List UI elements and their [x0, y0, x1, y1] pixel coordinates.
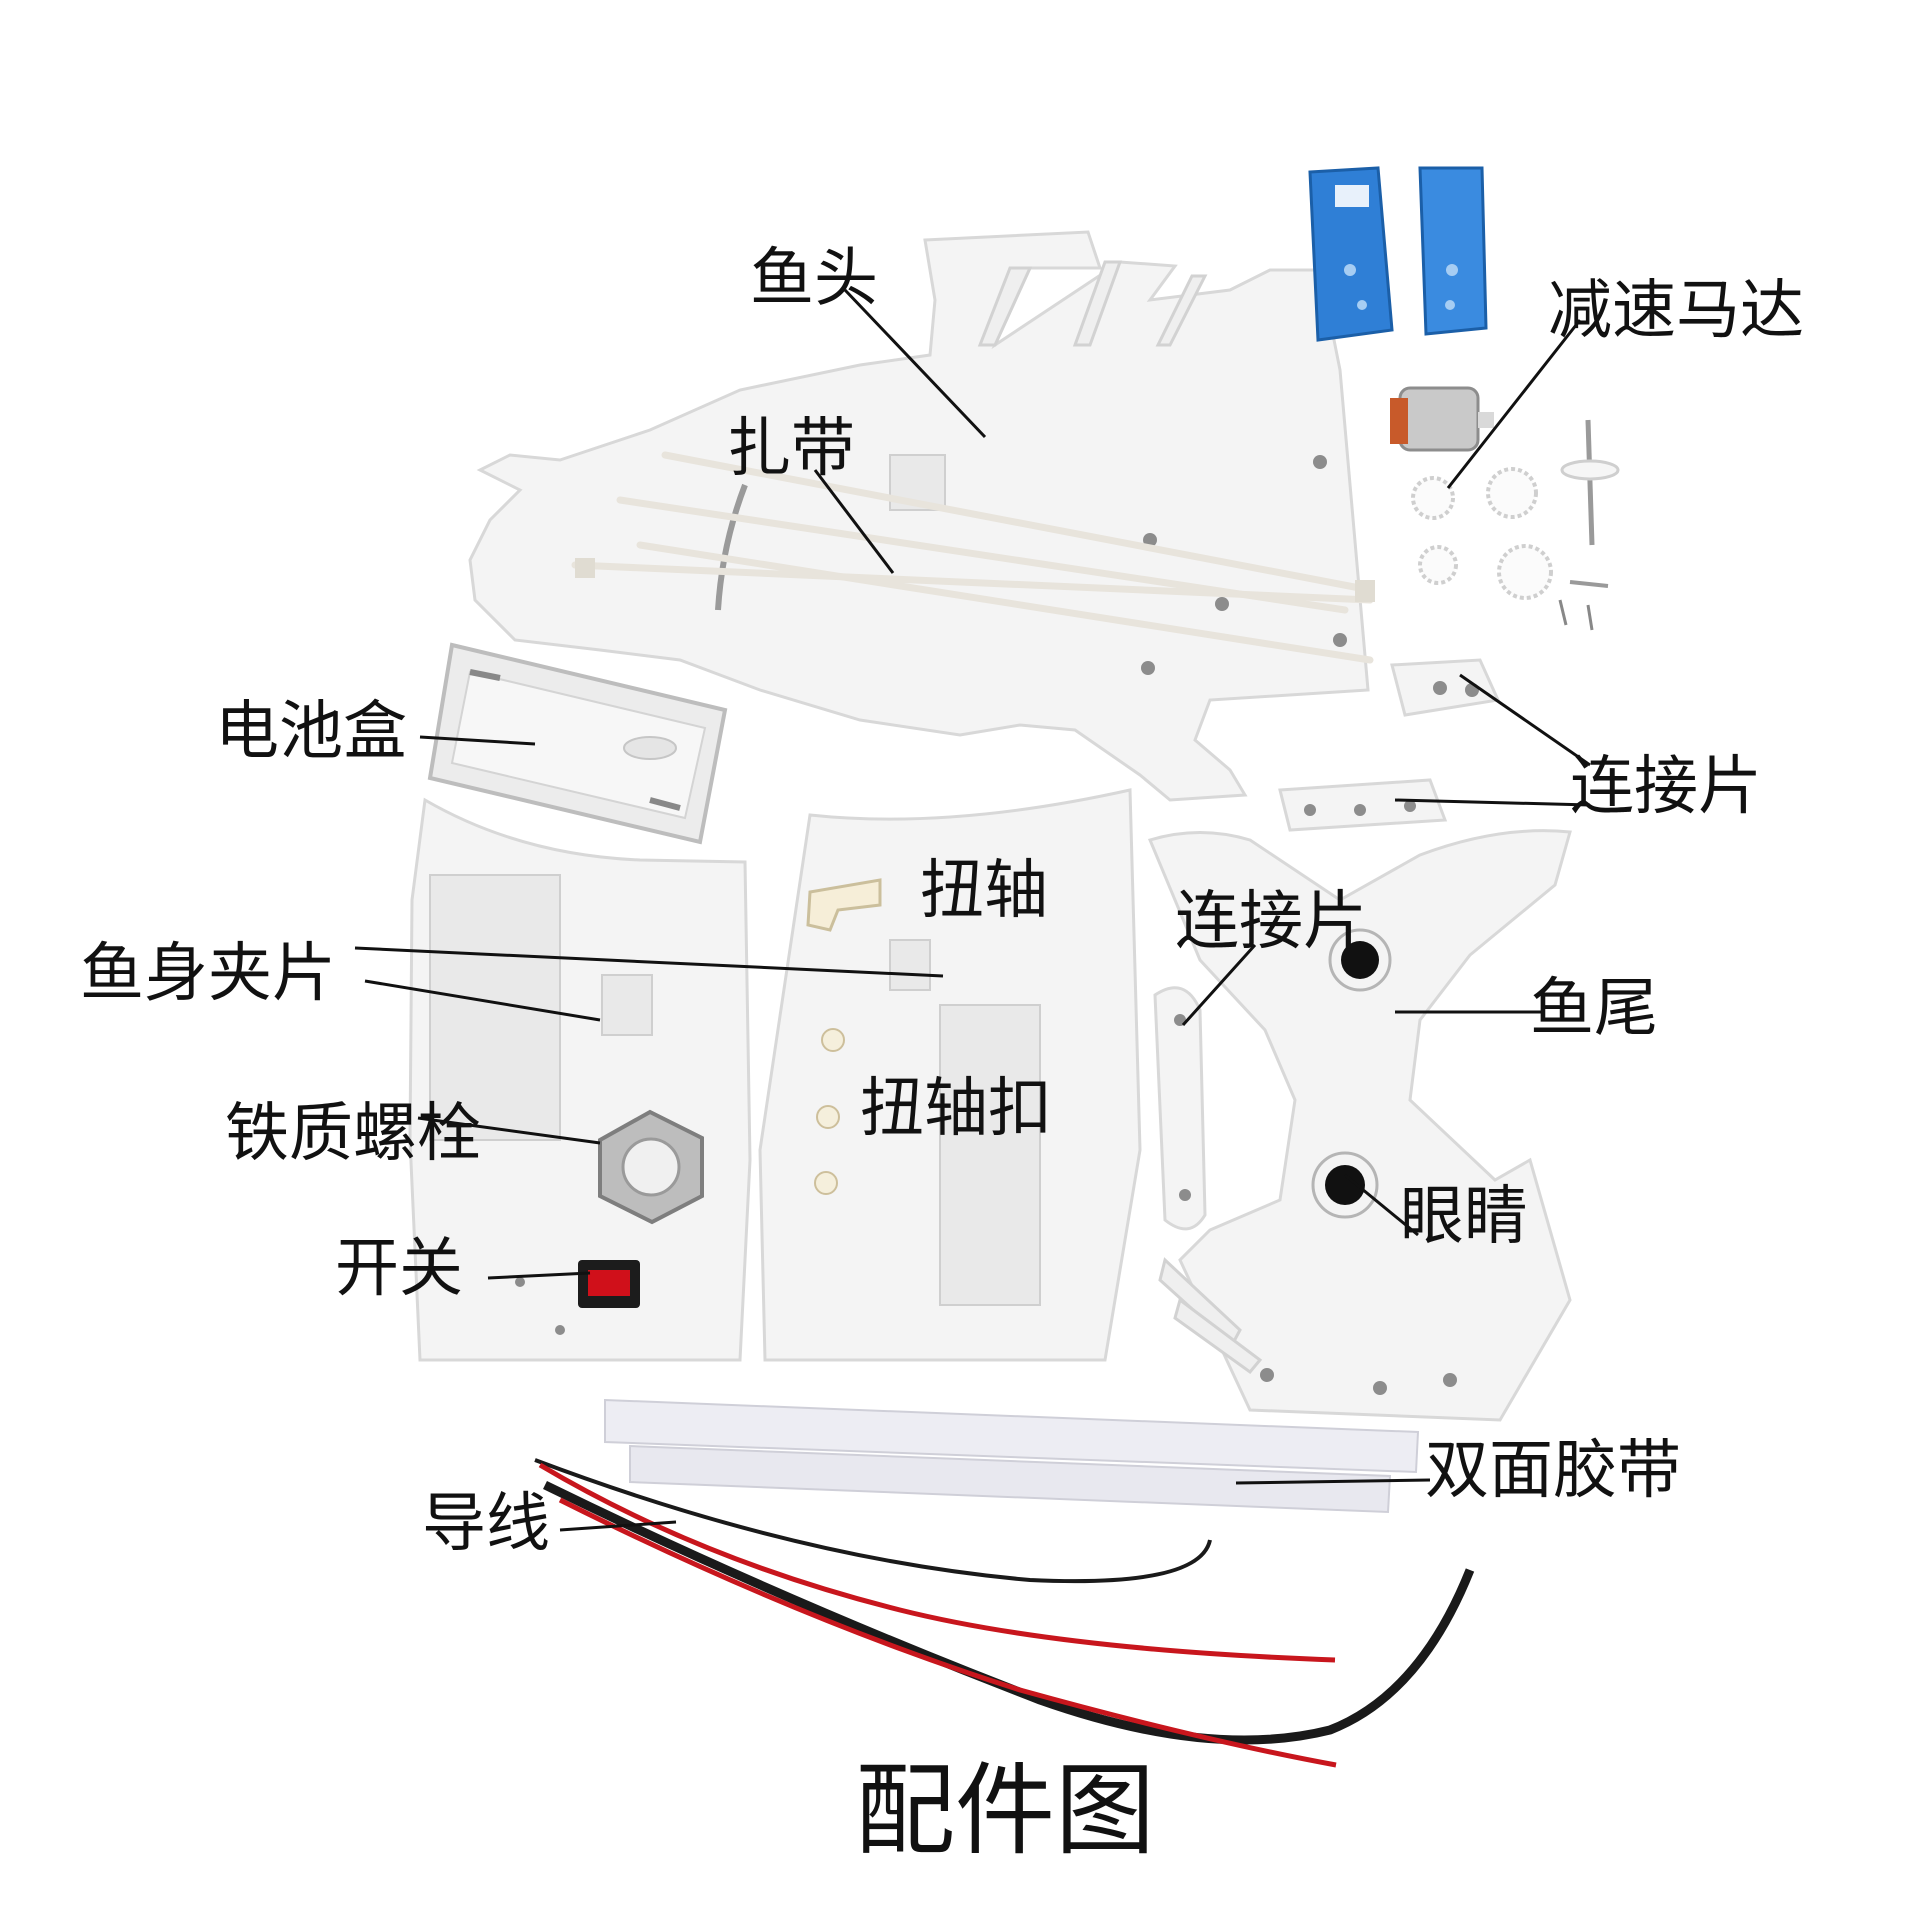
gears — [1411, 419, 1620, 631]
label-body-clip: 鱼身夹片 — [80, 937, 336, 1011]
connector-block — [1390, 658, 1501, 717]
leader-lines — [354, 288, 1591, 1532]
label-fish-head: 鱼头 — [750, 242, 878, 316]
connector-bar — [1153, 986, 1207, 1231]
label-cable-tie: 扎带 — [727, 412, 855, 486]
hex-nut — [598, 1109, 704, 1225]
eye-lower — [1311, 1151, 1379, 1219]
label-eye: 眼睛 — [1400, 1180, 1528, 1254]
label-battery-box: 电池盒 — [215, 695, 407, 769]
eye-upper — [1328, 928, 1392, 992]
wires — [534, 1458, 1475, 1768]
label-double-tape: 双面胶带 — [1425, 1434, 1681, 1508]
double-sided-tape — [604, 1398, 1420, 1514]
label-connector-mid: 连接片 — [1175, 885, 1367, 959]
fish-tail-piece — [1147, 829, 1572, 1422]
label-fish-tail: 鱼尾 — [1530, 972, 1658, 1046]
label-wire: 导线 — [422, 1487, 550, 1561]
cable-ties — [571, 451, 1375, 664]
label-shaft-buckle: 扭轴扣 — [860, 1072, 1052, 1146]
body-clip-left — [408, 797, 752, 1362]
label-twist-shaft: 扭轴 — [920, 854, 1048, 928]
label-gear-motor: 减速马达 — [1548, 274, 1804, 348]
label-iron-bolt: 铁质螺栓 — [225, 1097, 481, 1171]
page-title: 配件图 — [855, 1752, 1155, 1869]
labels: 鱼头 扎带 减速马达 电池盒 连接片 扭轴 连接片 鱼身夹片 鱼尾 扭轴扣 铁质… — [80, 242, 1804, 1869]
label-connector-right: 连接片 — [1570, 750, 1762, 824]
connector-strip — [1278, 778, 1448, 832]
label-switch: 开关 — [335, 1232, 463, 1306]
gearbox-shells — [1308, 166, 1488, 342]
battery-box — [427, 642, 728, 845]
dc-motor — [1390, 386, 1494, 452]
body-clip-middle — [758, 788, 1142, 1362]
